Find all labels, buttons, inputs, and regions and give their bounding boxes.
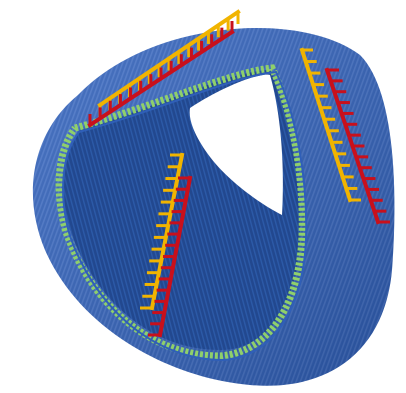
dna-origami-tube-illustration [0, 0, 406, 393]
figure-canvas [0, 0, 406, 393]
